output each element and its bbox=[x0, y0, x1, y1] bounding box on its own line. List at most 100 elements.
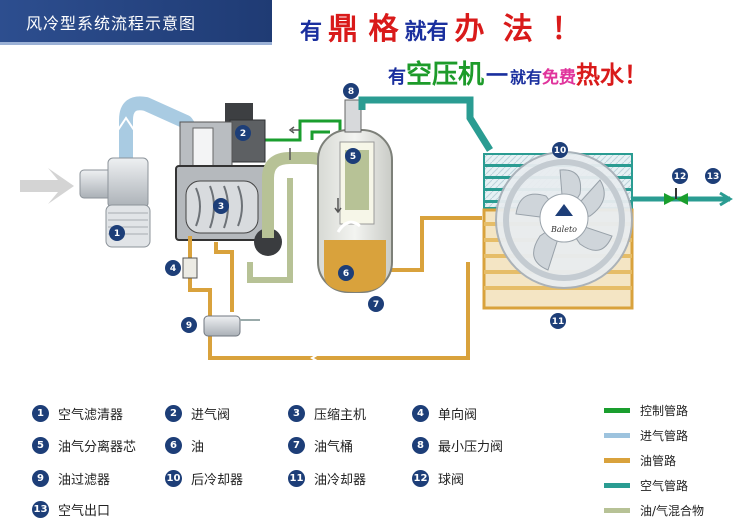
legend-label: 油 bbox=[191, 440, 205, 455]
pipe-swatch bbox=[604, 433, 630, 438]
inlet-valve bbox=[179, 103, 266, 173]
control-pipe bbox=[262, 119, 342, 142]
legend-label: 最小压力阀 bbox=[438, 440, 504, 455]
brand-label: Baleto bbox=[550, 225, 577, 234]
marker-4: 4 bbox=[165, 260, 181, 276]
legend-number-badge: 11 bbox=[288, 470, 305, 487]
svg-text:2: 2 bbox=[240, 129, 246, 139]
slogan-2-part-6: 热水！ bbox=[576, 61, 649, 89]
svg-text:9: 9 bbox=[186, 321, 192, 331]
marker-11: 11 bbox=[550, 313, 566, 329]
marker-7: 7 bbox=[368, 296, 384, 312]
legend-label: 油过滤器 bbox=[58, 473, 111, 488]
slogan-2-part-2: 空压机 bbox=[406, 60, 485, 90]
legend-item: 12 球阀 bbox=[412, 469, 464, 488]
air-pipe bbox=[358, 96, 493, 152]
legend-label: 压缩主机 bbox=[314, 408, 367, 423]
marker-2: 2 bbox=[235, 125, 251, 141]
slogan-1-part-4: 办 法 ！ bbox=[454, 12, 586, 47]
slogan-2-part-5: 免费 bbox=[542, 68, 577, 88]
slogan-1-part-1: 有 bbox=[300, 20, 323, 45]
legend-item: 2 进气阀 bbox=[165, 404, 230, 423]
slogan-line-2: 有空压机一就有免费热水！ bbox=[388, 54, 648, 91]
legend-item: 13 空气出口 bbox=[32, 500, 110, 519]
marker-5: 5 bbox=[345, 148, 361, 164]
title-bar: 风冷型系统流程示意图 bbox=[0, 0, 272, 42]
svg-text:5: 5 bbox=[350, 152, 356, 162]
pipe-swatch bbox=[604, 508, 630, 513]
svg-text:3: 3 bbox=[218, 202, 224, 212]
pipe-swatch bbox=[604, 483, 630, 488]
svg-text:4: 4 bbox=[170, 264, 176, 274]
slogan-line-1: 有鼎 格就有办 法 ！ bbox=[300, 4, 585, 48]
svg-text:6: 6 bbox=[343, 269, 349, 279]
legend-item: 4 单向阀 bbox=[412, 404, 477, 423]
intake-flow-arrow bbox=[117, 116, 135, 131]
pipe-legend-item: 空气管路 bbox=[604, 477, 688, 494]
slogan-2-part-4: 就有 bbox=[510, 68, 543, 87]
legend-number-badge: 10 bbox=[165, 470, 182, 487]
ball-valve bbox=[664, 188, 688, 205]
pipe-legend-item: 进气管路 bbox=[604, 427, 688, 444]
svg-text:7: 7 bbox=[373, 300, 379, 310]
flow-diagram: Baleto 1 2 3 4 5 6 7 8 9 10 11 12 13 bbox=[20, 83, 733, 365]
inlet-arrow bbox=[20, 168, 74, 204]
legend-item: 8 最小压力阀 bbox=[412, 436, 503, 455]
svg-text:1: 1 bbox=[114, 229, 120, 239]
slogan-2-part-3: 一 bbox=[486, 64, 509, 89]
oil-pipe-inner bbox=[214, 242, 234, 312]
outlet-arrow bbox=[719, 191, 733, 207]
marker-6: 6 bbox=[338, 265, 354, 281]
legend-item: 10 后冷却器 bbox=[165, 469, 243, 488]
legend-number-badge: 7 bbox=[288, 437, 305, 454]
pipe-legend-item: 油/气混合物 bbox=[604, 502, 704, 519]
svg-text:11: 11 bbox=[552, 317, 565, 327]
legend-label: 单向阀 bbox=[438, 408, 478, 423]
legend-number-badge: 1 bbox=[32, 405, 49, 422]
legend-label: 球阀 bbox=[438, 473, 465, 488]
pipe-legend-label: 控制管路 bbox=[640, 404, 689, 418]
slogan-2-part-1: 有 bbox=[388, 67, 406, 88]
legend-label: 油气桶 bbox=[314, 440, 354, 455]
svg-text:13: 13 bbox=[707, 172, 720, 182]
marker-8: 8 bbox=[343, 83, 359, 99]
legend-number-badge: 13 bbox=[32, 501, 49, 518]
title-underline bbox=[0, 42, 272, 45]
control-pipe-2 bbox=[310, 130, 330, 140]
marker-9: 9 bbox=[181, 317, 197, 333]
legend-label: 油冷却器 bbox=[314, 473, 367, 488]
slogan-1-part-2: 鼎 格 bbox=[328, 12, 399, 47]
legend-number-badge: 12 bbox=[412, 470, 429, 487]
legend-number-badge: 2 bbox=[165, 405, 182, 422]
pipe-legend-item: 油管路 bbox=[604, 452, 676, 469]
check-valve bbox=[182, 257, 198, 279]
flow-arrow bbox=[288, 126, 300, 134]
legend-label: 进气阀 bbox=[191, 408, 231, 423]
pipe-swatch bbox=[604, 408, 630, 413]
legend-label: 后冷却器 bbox=[191, 473, 244, 488]
oil-pipe-return bbox=[208, 262, 470, 360]
slogan-1-part-3: 就有 bbox=[404, 20, 449, 45]
marker-10: 10 bbox=[552, 142, 568, 158]
legend-number-badge: 3 bbox=[288, 405, 305, 422]
svg-text:8: 8 bbox=[348, 87, 354, 97]
legend-label: 空气出口 bbox=[58, 504, 111, 519]
marker-3: 3 bbox=[213, 198, 229, 214]
mixture-pipe-2 bbox=[247, 178, 293, 283]
pipe-legend-label: 空气管路 bbox=[640, 479, 689, 493]
marker-1: 1 bbox=[109, 225, 125, 241]
legend-number-badge: 4 bbox=[412, 405, 429, 422]
legend-number-badge: 8 bbox=[412, 437, 429, 454]
component-markers: 1 2 3 4 5 6 7 8 9 10 11 12 13 bbox=[109, 83, 721, 333]
legend-number-badge: 6 bbox=[165, 437, 182, 454]
separator-tank bbox=[317, 99, 393, 293]
pipe-legend-label: 油/气混合物 bbox=[640, 504, 705, 518]
oil-filter bbox=[203, 315, 260, 337]
oil-flow-arrow bbox=[310, 351, 323, 365]
legend-item: 3 压缩主机 bbox=[288, 404, 366, 423]
